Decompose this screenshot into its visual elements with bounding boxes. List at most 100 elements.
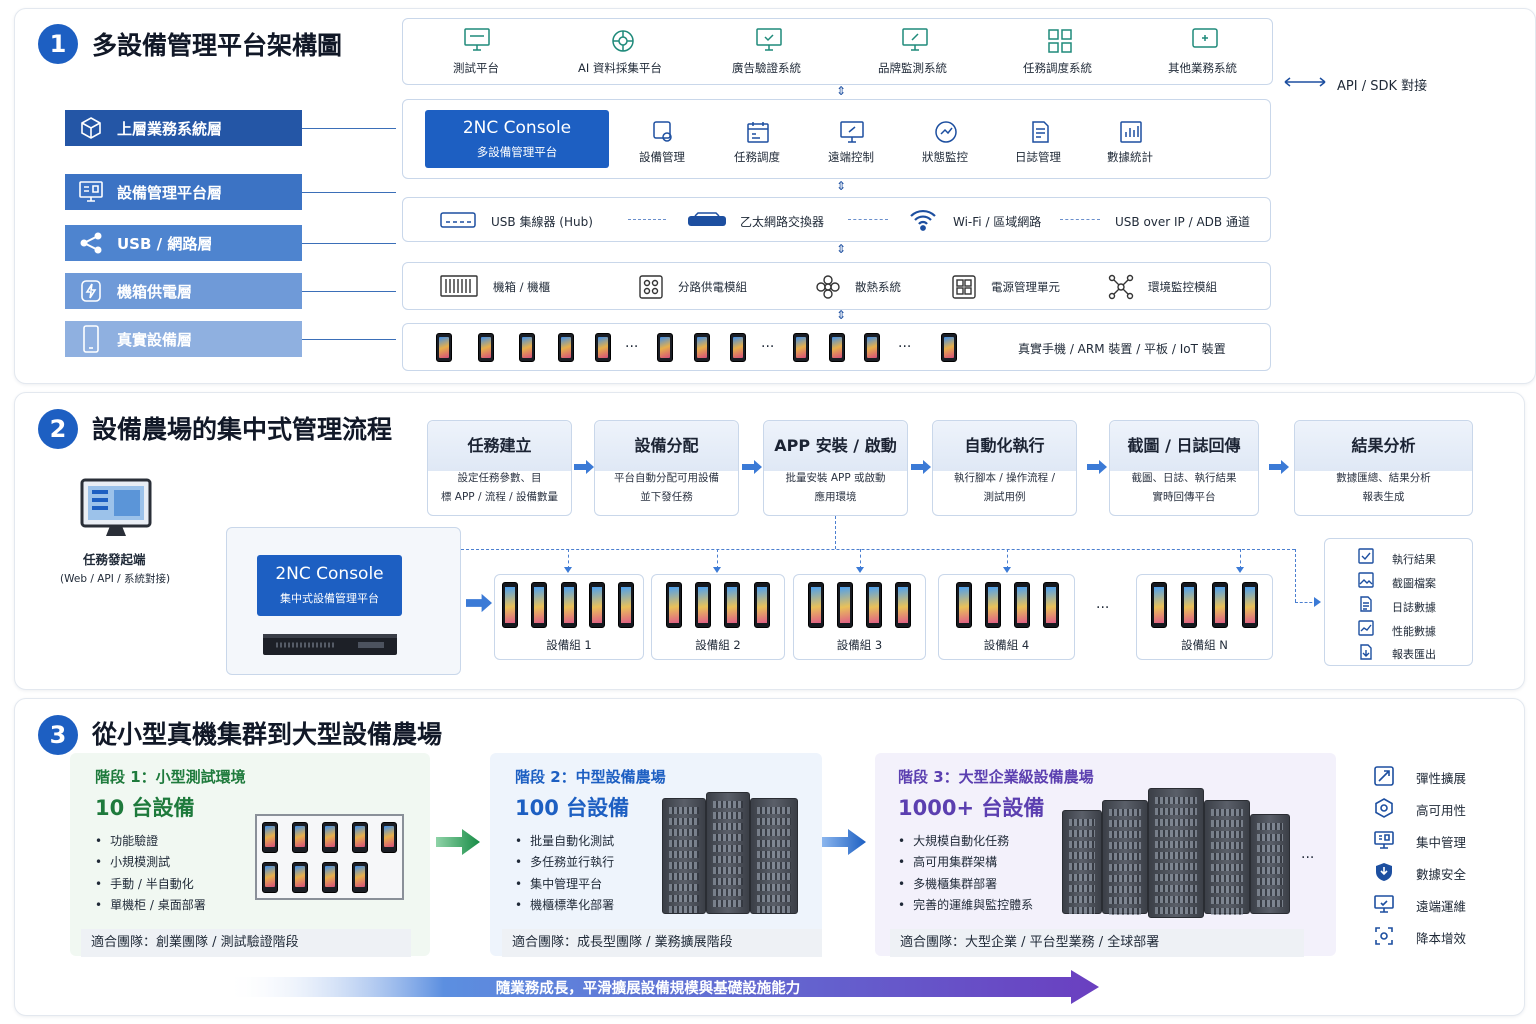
- server-rack: [750, 798, 798, 914]
- phone-device-icon: [1043, 582, 1059, 628]
- stage-bullets: 大規模自動化任務高可用集群架構多機櫃集群部署完善的運維與監控體系: [898, 831, 1033, 916]
- distribution-line: [835, 516, 836, 549]
- feature-label: 降本增效: [1416, 931, 1467, 946]
- flow-arrow-icon: ⇕: [836, 242, 847, 256]
- dashed-connector: [628, 219, 666, 220]
- network-label: 乙太網路交換器: [740, 215, 825, 229]
- dashed-connector: [1060, 219, 1100, 220]
- phone-device-icon: [657, 333, 673, 362]
- wifi-icon: [910, 209, 936, 231]
- chassis-label: 電源管理單元: [991, 280, 1060, 294]
- statistics-icon: [1120, 121, 1142, 143]
- arrow-down-icon: [564, 567, 572, 573]
- phone-device-icon: [724, 582, 740, 628]
- stage-count: 10 台設備: [95, 796, 195, 820]
- step-result-analysis: 結果分析數據匯總、結果分析報表生成: [1294, 420, 1473, 516]
- image-file-icon: [1358, 572, 1374, 588]
- power-bolt-icon: [81, 280, 101, 302]
- ellipsis: ···: [761, 339, 775, 355]
- result-line: [1295, 602, 1317, 603]
- drop-line: [568, 549, 569, 569]
- server-rack: [1148, 788, 1204, 918]
- ai-chip-icon: [612, 30, 634, 52]
- environment-monitor-icon: [1108, 274, 1134, 300]
- results-box: [1324, 538, 1473, 666]
- result-label: 截圖檔案: [1392, 577, 1436, 590]
- arrow-right-icon: [911, 460, 931, 474]
- phone-device-icon: [808, 582, 824, 628]
- layer-devices: 真實設備層: [65, 321, 302, 357]
- arrow-down-icon: [856, 567, 864, 573]
- phone-device-icon: [292, 822, 308, 853]
- device-management-icon: [653, 121, 672, 142]
- server-rack: [706, 792, 750, 914]
- arrow-down-icon: [713, 567, 721, 573]
- step-task-create: 任務建立設定任務參數、目標 APP / 流程 / 設備數量: [427, 420, 572, 516]
- phone-device-icon: [1242, 582, 1258, 628]
- central-management-icon: [1374, 831, 1394, 849]
- server-rack: [1250, 814, 1290, 914]
- console-title: 2NC Console: [275, 564, 384, 584]
- layer-network: USB / 網路層: [65, 225, 302, 261]
- console-card[interactable]: 2NC Console 集中式設備管理平台: [257, 555, 402, 616]
- arrow-right-icon: [742, 460, 762, 474]
- business-system-label: AI 資料採集平台: [578, 61, 662, 75]
- arrow-right-icon: [1269, 460, 1289, 474]
- phone-device-icon: [1181, 582, 1197, 628]
- phone-device-icon: [1151, 582, 1167, 628]
- feature-label: 高可用性: [1416, 803, 1467, 818]
- share-icon: [80, 232, 102, 254]
- platform-module-label: 日誌管理: [1015, 150, 1061, 164]
- task-schedule-icon: [747, 122, 769, 143]
- stage-title: 階段 2：中型設備農場: [515, 768, 666, 786]
- phone-device-icon: [322, 822, 338, 853]
- feature-label: 彈性擴展: [1416, 771, 1467, 786]
- console-card[interactable]: 2NC Console 多設備管理平台: [425, 110, 609, 168]
- arrow-right-icon: [466, 593, 492, 613]
- section-2-number: 2: [38, 409, 78, 449]
- network-box: [402, 197, 1271, 242]
- ad-monitor-icon: [756, 28, 782, 51]
- high-availability-icon: [1375, 798, 1393, 818]
- layer-platform: 設備管理平台層: [65, 174, 302, 210]
- connector-line: [302, 339, 396, 340]
- phone-device-icon: [352, 822, 368, 853]
- platform-module-label: 數據統計: [1107, 150, 1153, 164]
- result-line: [1295, 549, 1296, 602]
- phone-device-icon: [381, 822, 397, 853]
- business-system-label: 廣告驗證系統: [732, 61, 801, 75]
- task-initiator-monitor-icon: [80, 478, 152, 536]
- phone-device-icon: [895, 582, 911, 628]
- chassis-label: 散熱系統: [855, 280, 901, 294]
- log-management-icon: [1032, 121, 1049, 143]
- layer-power: 機箱供電層: [65, 273, 302, 309]
- business-systems-box: [402, 18, 1273, 85]
- chassis-box: [402, 262, 1271, 310]
- phone-device-icon: [754, 582, 770, 628]
- phone-device-icon: [502, 582, 518, 628]
- phone-device-icon: [618, 582, 634, 628]
- phone-device-icon: [1014, 582, 1030, 628]
- business-system-label: 品牌監測系統: [878, 61, 947, 75]
- stage-fit-label: 適合團隊：成長型團隊 / 業務擴展階段: [502, 929, 822, 957]
- platform-module-label: 狀態監控: [922, 150, 968, 164]
- step-device-assign: 設備分配平台自動分配可用設備並下發任務: [594, 420, 739, 516]
- step-screenshot-log: 截圖 / 日誌回傳截圖、日誌、執行結果實時回傳平台: [1109, 420, 1259, 516]
- chassis-label: 環境監控模組: [1148, 280, 1217, 294]
- dashboard-icon: [79, 181, 103, 202]
- ethernet-switch-icon: [688, 212, 726, 226]
- arrow-right-icon: [1087, 460, 1107, 474]
- remote-control-icon: [840, 121, 864, 143]
- phone-device-icon: [352, 862, 368, 893]
- phone-device-icon: [695, 582, 711, 628]
- connector-line: [302, 192, 396, 193]
- phone-device-icon: [941, 333, 957, 362]
- stage-bullets: 功能驗證小規模測試手動 / 半自動化單機柜 / 桌面部署: [95, 831, 206, 916]
- feature-label: 遠端運維: [1416, 899, 1467, 914]
- phone-device-icon: [262, 862, 278, 893]
- chassis-label: 分路供電模組: [678, 280, 747, 294]
- cooling-fan-icon: [816, 275, 840, 299]
- stage-fit-label: 適合團隊：大型企業 / 平台型業務 / 全球部署: [890, 929, 1304, 957]
- chassis-label: 機箱 / 機櫃: [493, 280, 551, 294]
- data-security-icon: [1376, 863, 1392, 881]
